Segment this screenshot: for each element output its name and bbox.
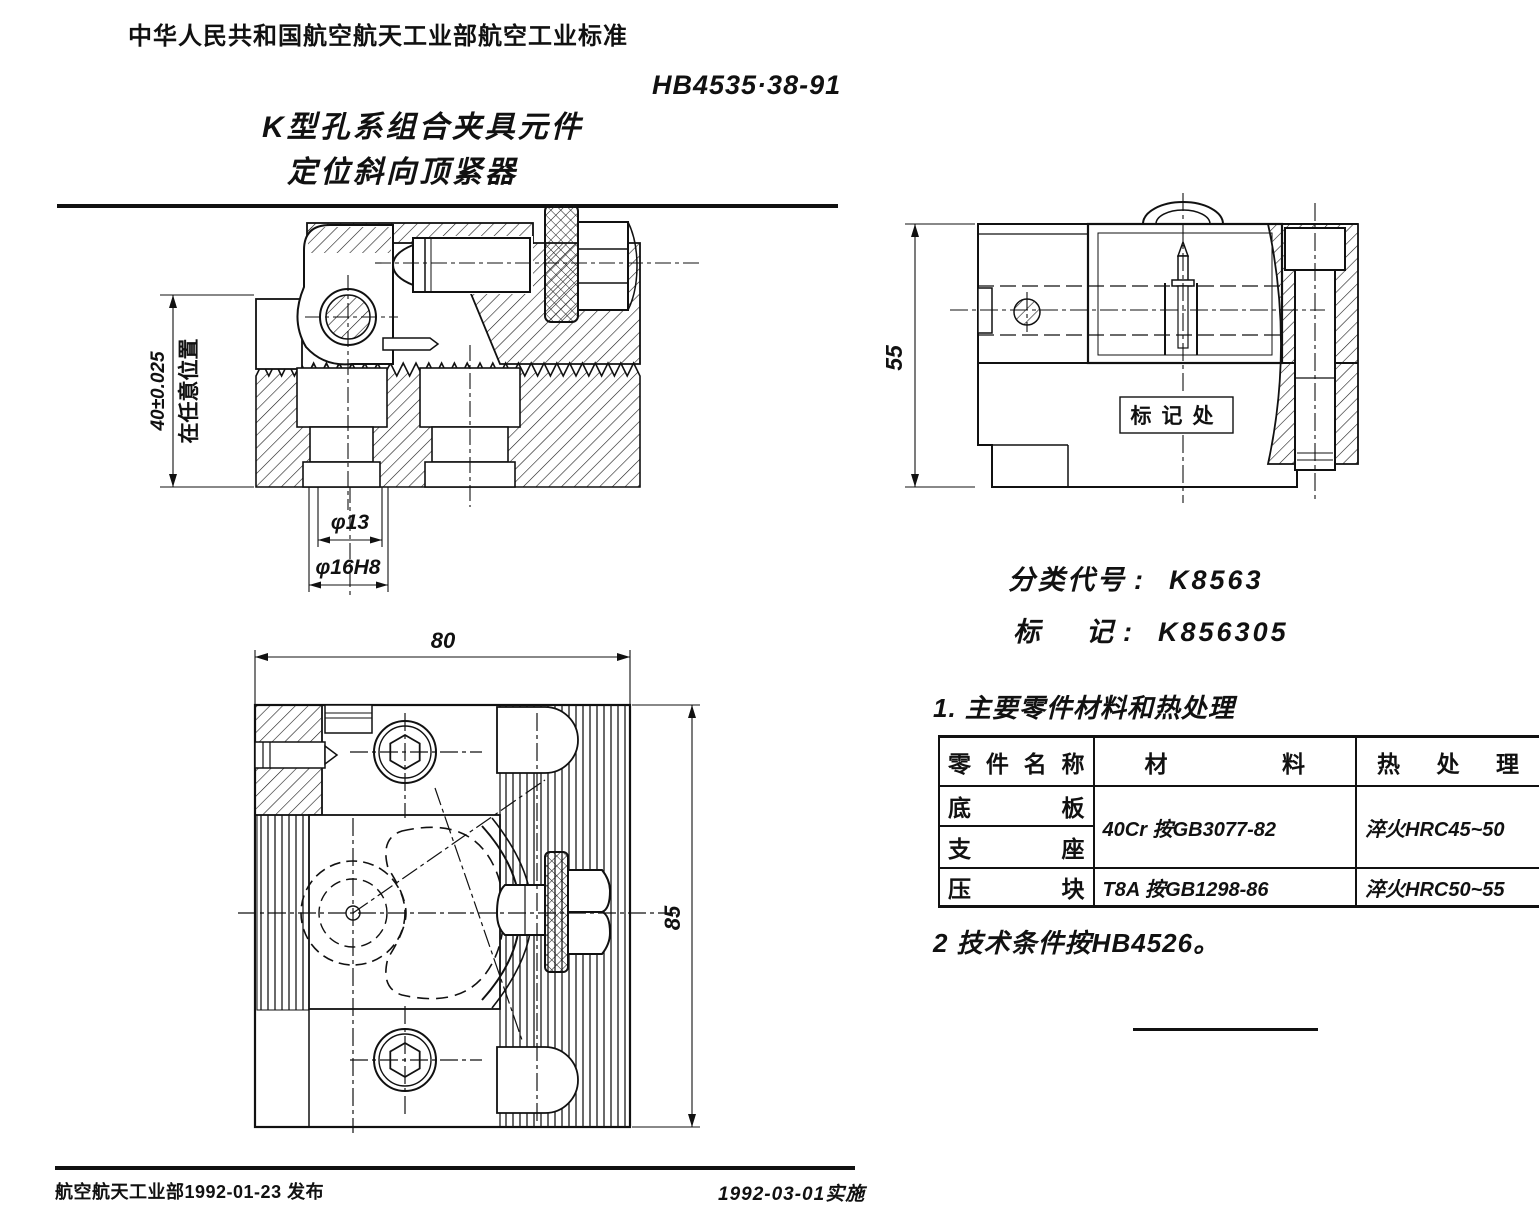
- front-base-block: [255, 298, 641, 488]
- material-value: T8A 按GB1298-86: [1092, 867, 1358, 908]
- table-row: 压块 T8A 按GB1298-86 淬火HRC50~55: [938, 867, 1539, 908]
- classification-mark-label: 标记: [1013, 617, 1113, 647]
- col-header-part: 零件名称: [948, 750, 1085, 777]
- hex-head: [577, 221, 638, 311]
- side-dim-55: 55: [881, 223, 975, 488]
- classification-mark-colon: :: [1123, 617, 1132, 647]
- marking-box: 标记处: [1119, 396, 1234, 434]
- note-materials-heading: 1. 主要零件材料和热处理: [933, 693, 1235, 723]
- front-dim-bore: φ13 φ16H8: [308, 487, 389, 592]
- classification-code-label: 分类代号: [1008, 565, 1124, 595]
- classification-code-value: K8563: [1169, 565, 1264, 595]
- front-left-slot: [296, 367, 388, 488]
- material-value: 40Cr 按GB3077-82: [1092, 785, 1358, 869]
- col-header-material: 材料: [1144, 750, 1306, 777]
- treatment-value: 淬火HRC50~55: [1355, 867, 1539, 908]
- marking-box-label: 标记处: [1131, 404, 1224, 428]
- table-header-row: 零件名称 材料 热处理: [938, 735, 1539, 787]
- side-hidden-lines: [978, 285, 1282, 336]
- top-knurled-screw: [495, 851, 612, 973]
- end-rule: [1133, 1028, 1318, 1031]
- dim-85-label: 85: [660, 905, 685, 930]
- dim-bore-label: φ13: [331, 511, 369, 534]
- top-view: 80 85: [238, 628, 700, 1133]
- table-row: 支座: [938, 825, 1539, 869]
- title-line-2: 定位斜向顶紧器: [287, 156, 518, 189]
- footer-issue-info: 航空航天工业部1992-01-23 发布: [55, 1182, 325, 1202]
- materials-table: 零件名称 材料 热处理 底板 40Cr 按GB3077-82 淬火HRC45~5…: [938, 735, 1539, 908]
- title-rule: [57, 204, 838, 208]
- front-dim-40: 40±0.025 在任意位置: [148, 294, 254, 488]
- front-clamp-body: [296, 224, 394, 366]
- top-left-block: [254, 704, 373, 816]
- classification-code-colon: :: [1134, 565, 1143, 595]
- dim-80-label: 80: [431, 628, 456, 653]
- dim-55-label: 55: [881, 344, 907, 371]
- top-centerlines: [238, 713, 678, 1133]
- part-name: 底板: [948, 795, 1085, 821]
- note-technical-conditions: 2 技术条件按HB4526。: [933, 928, 1221, 958]
- classification-code-line: 分类代号 : K8563: [1008, 558, 1264, 597]
- table-row: 底板 40Cr 按GB3077-82 淬火HRC45~50: [938, 785, 1539, 869]
- dim-40-label: 40±0.025: [148, 351, 169, 432]
- footer-implementation-info: 1992-03-01实施: [718, 1184, 866, 1205]
- standard-number: HB4535·38-91: [652, 70, 842, 100]
- treatment-value: 淬火HRC45~50: [1355, 785, 1539, 869]
- document-header: 中华人民共和国航空航天工业部航空工业标准: [128, 23, 628, 50]
- front-centerlines: [305, 262, 700, 595]
- col-header-treatment: 热处理: [1377, 750, 1519, 777]
- front-screw: [382, 204, 638, 351]
- footer-rule: [55, 1166, 855, 1170]
- side-view: 标记处 55: [881, 193, 1359, 503]
- part-name: 支座: [948, 836, 1085, 862]
- front-section-view: 40±0.025 在任意位置 φ13 φ16H8: [148, 204, 700, 595]
- part-name: 压块: [948, 876, 1085, 902]
- classification-mark-line: 标记 : K856305: [1013, 610, 1289, 649]
- classification-mark-value: K856305: [1158, 617, 1289, 647]
- top-dim-85: 85: [632, 704, 700, 1128]
- small-pin: [382, 337, 440, 351]
- dim-40-note: 在任意位置: [177, 339, 201, 444]
- title-line-1: K型孔系组合夹具元件: [262, 111, 584, 144]
- side-bolt-block: [1266, 223, 1359, 471]
- top-dim-80: 80: [254, 628, 631, 705]
- side-centerlines: [950, 193, 1325, 503]
- dim-bore-fit-label: φ16H8: [316, 556, 381, 579]
